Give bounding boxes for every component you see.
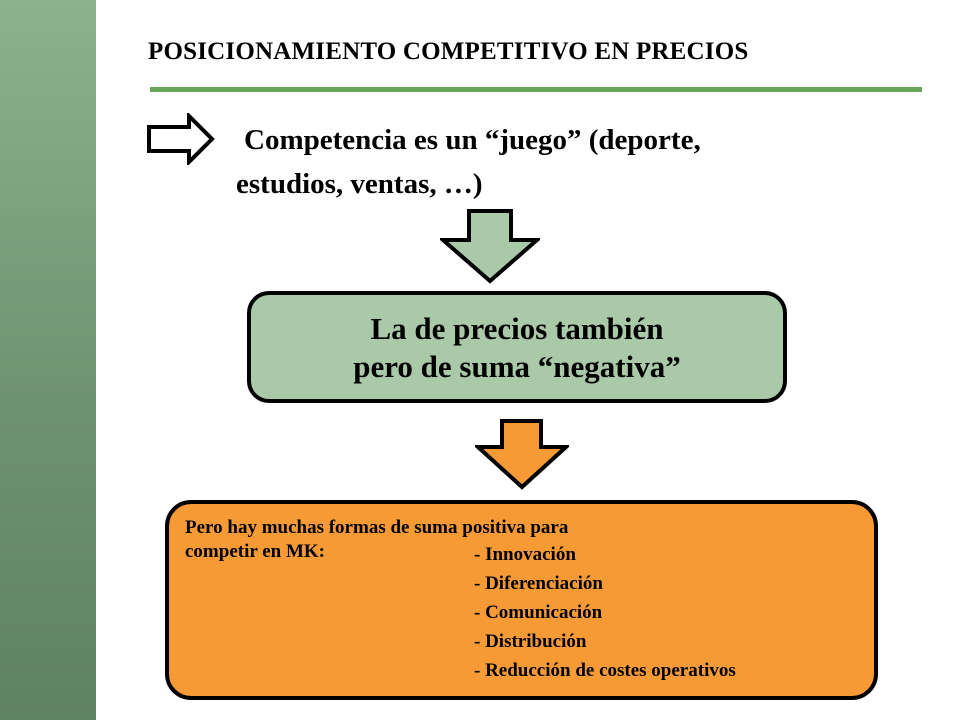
price-competition-box: La de precios también pero de suma “nega…: [247, 291, 787, 403]
intro-statement: Competencia es un “juego” (deporte, estu…: [236, 118, 876, 206]
positive-sum-line-1: Pero hay muchas formas de suma positiva …: [185, 517, 569, 538]
green-side-bar: [0, 0, 96, 720]
intro-line-2: estudios, ventas, …): [236, 168, 483, 200]
positive-sum-box: Pero hay muchas formas de suma positiva …: [165, 500, 878, 700]
positive-sum-line-2: competir en MK:: [185, 541, 325, 562]
list-item: - Comunicación: [474, 602, 603, 623]
intro-line-1: Competencia es un “juego” (deporte,: [244, 124, 701, 156]
price-competition-line-1: La de precios también: [370, 311, 664, 346]
down-arrow-icon: [475, 419, 569, 490]
list-item: - Reducción de costes operativos: [474, 660, 736, 681]
list-item: - Distribución: [474, 631, 587, 652]
title-underline: [150, 87, 922, 92]
list-item: - Innovación: [474, 544, 576, 565]
list-item: - Diferenciación: [474, 573, 603, 594]
positive-sum-intro: Pero hay muchas formas de suma positiva …: [185, 516, 568, 564]
down-arrow-icon: [440, 209, 540, 284]
positive-sum-list: - Innovación - Diferenciación - Comunica…: [474, 540, 736, 685]
right-arrow-icon: [147, 113, 215, 165]
price-competition-line-2: pero de suma “negativa”: [353, 349, 681, 384]
slide-title: POSICIONAMIENTO COMPETITIVO EN PRECIOS: [148, 38, 749, 65]
